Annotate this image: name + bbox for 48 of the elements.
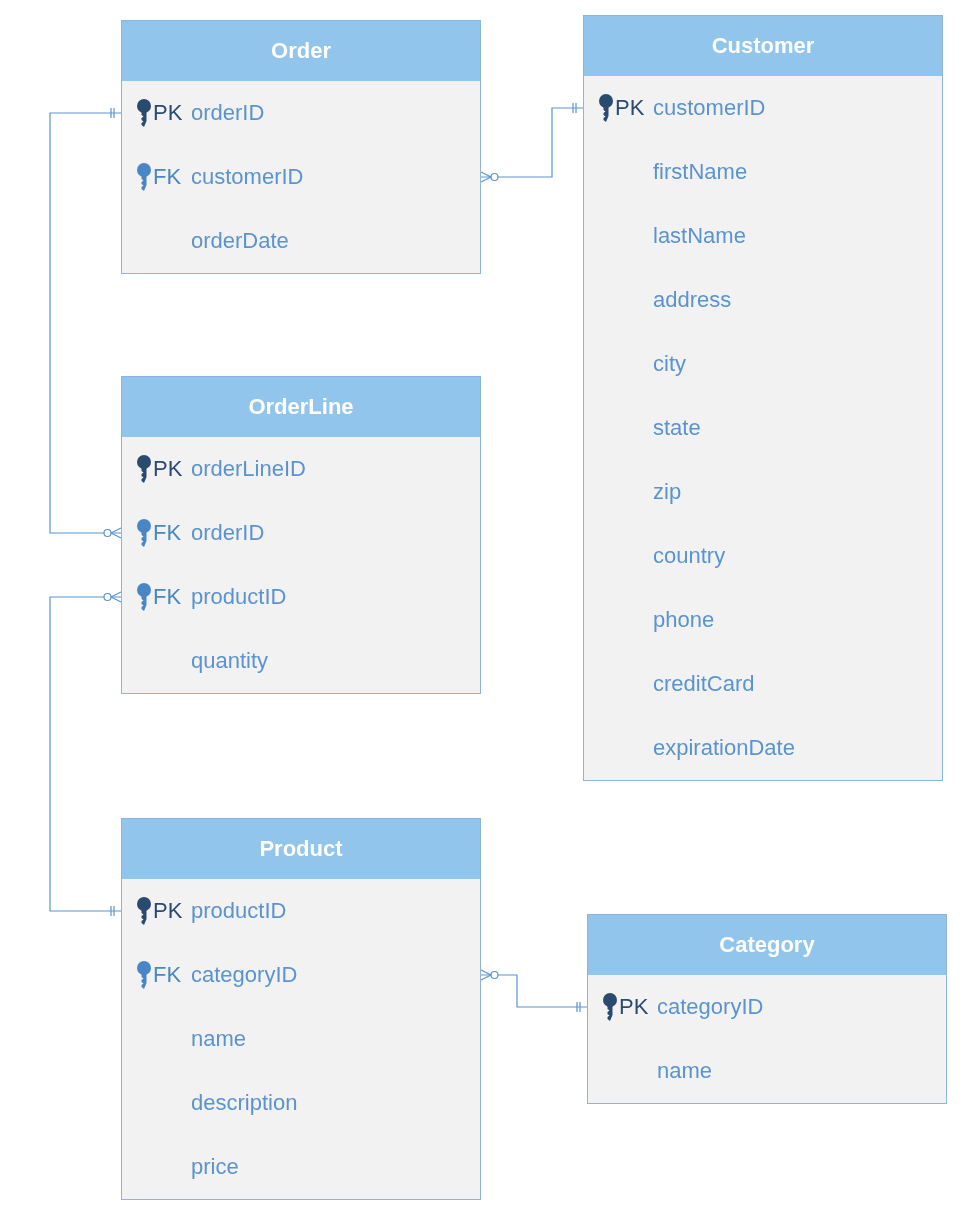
table-title: Category xyxy=(588,915,946,975)
key-type: FK xyxy=(153,164,182,190)
entity-table xyxy=(121,818,481,1200)
relationship-line xyxy=(480,103,584,183)
field-name: customerID xyxy=(653,95,766,121)
relationship-line xyxy=(480,969,588,1012)
field-name: orderID xyxy=(191,100,265,126)
field-name: productID xyxy=(191,584,287,610)
field-name: lastName xyxy=(653,223,746,249)
key-type: PK xyxy=(153,456,183,482)
entity-table xyxy=(121,20,481,274)
field-name: orderLineID xyxy=(191,456,306,482)
field-name: customerID xyxy=(191,164,304,190)
key-type: PK xyxy=(615,95,645,121)
relationship-line xyxy=(49,591,122,916)
field-name: name xyxy=(191,1026,247,1052)
field-name: zip xyxy=(653,479,682,505)
table-title: Product xyxy=(122,819,480,879)
field-name: description xyxy=(191,1090,298,1116)
field-name: phone xyxy=(653,607,715,633)
field-name: city xyxy=(653,351,686,377)
field-name: name xyxy=(657,1058,713,1084)
field-name: categoryID xyxy=(191,962,298,988)
key-type: PK xyxy=(153,898,183,924)
key-type: FK xyxy=(153,584,182,610)
field-name: price xyxy=(191,1154,239,1180)
entity-table xyxy=(583,15,943,781)
key-type: FK xyxy=(153,962,182,988)
field-name: firstName xyxy=(653,159,748,185)
field-name: creditCard xyxy=(653,671,755,697)
relationship-line xyxy=(49,108,122,539)
table-title: Customer xyxy=(584,16,942,76)
field-name: expirationDate xyxy=(653,735,795,761)
key-type: FK xyxy=(153,520,182,546)
field-name: orderID xyxy=(191,520,265,546)
field-name: orderDate xyxy=(191,228,289,254)
table-title: OrderLine xyxy=(122,377,480,437)
field-name: address xyxy=(653,287,732,313)
field-name: state xyxy=(653,415,701,441)
key-type: PK xyxy=(153,100,183,126)
entity-table xyxy=(587,914,947,1104)
key-type: PK xyxy=(619,994,649,1020)
field-name: quantity xyxy=(191,648,269,674)
field-name: country xyxy=(653,543,726,569)
field-name: productID xyxy=(191,898,287,924)
entity-table xyxy=(121,376,481,694)
field-name: categoryID xyxy=(657,994,764,1020)
table-title: Order xyxy=(122,21,480,81)
